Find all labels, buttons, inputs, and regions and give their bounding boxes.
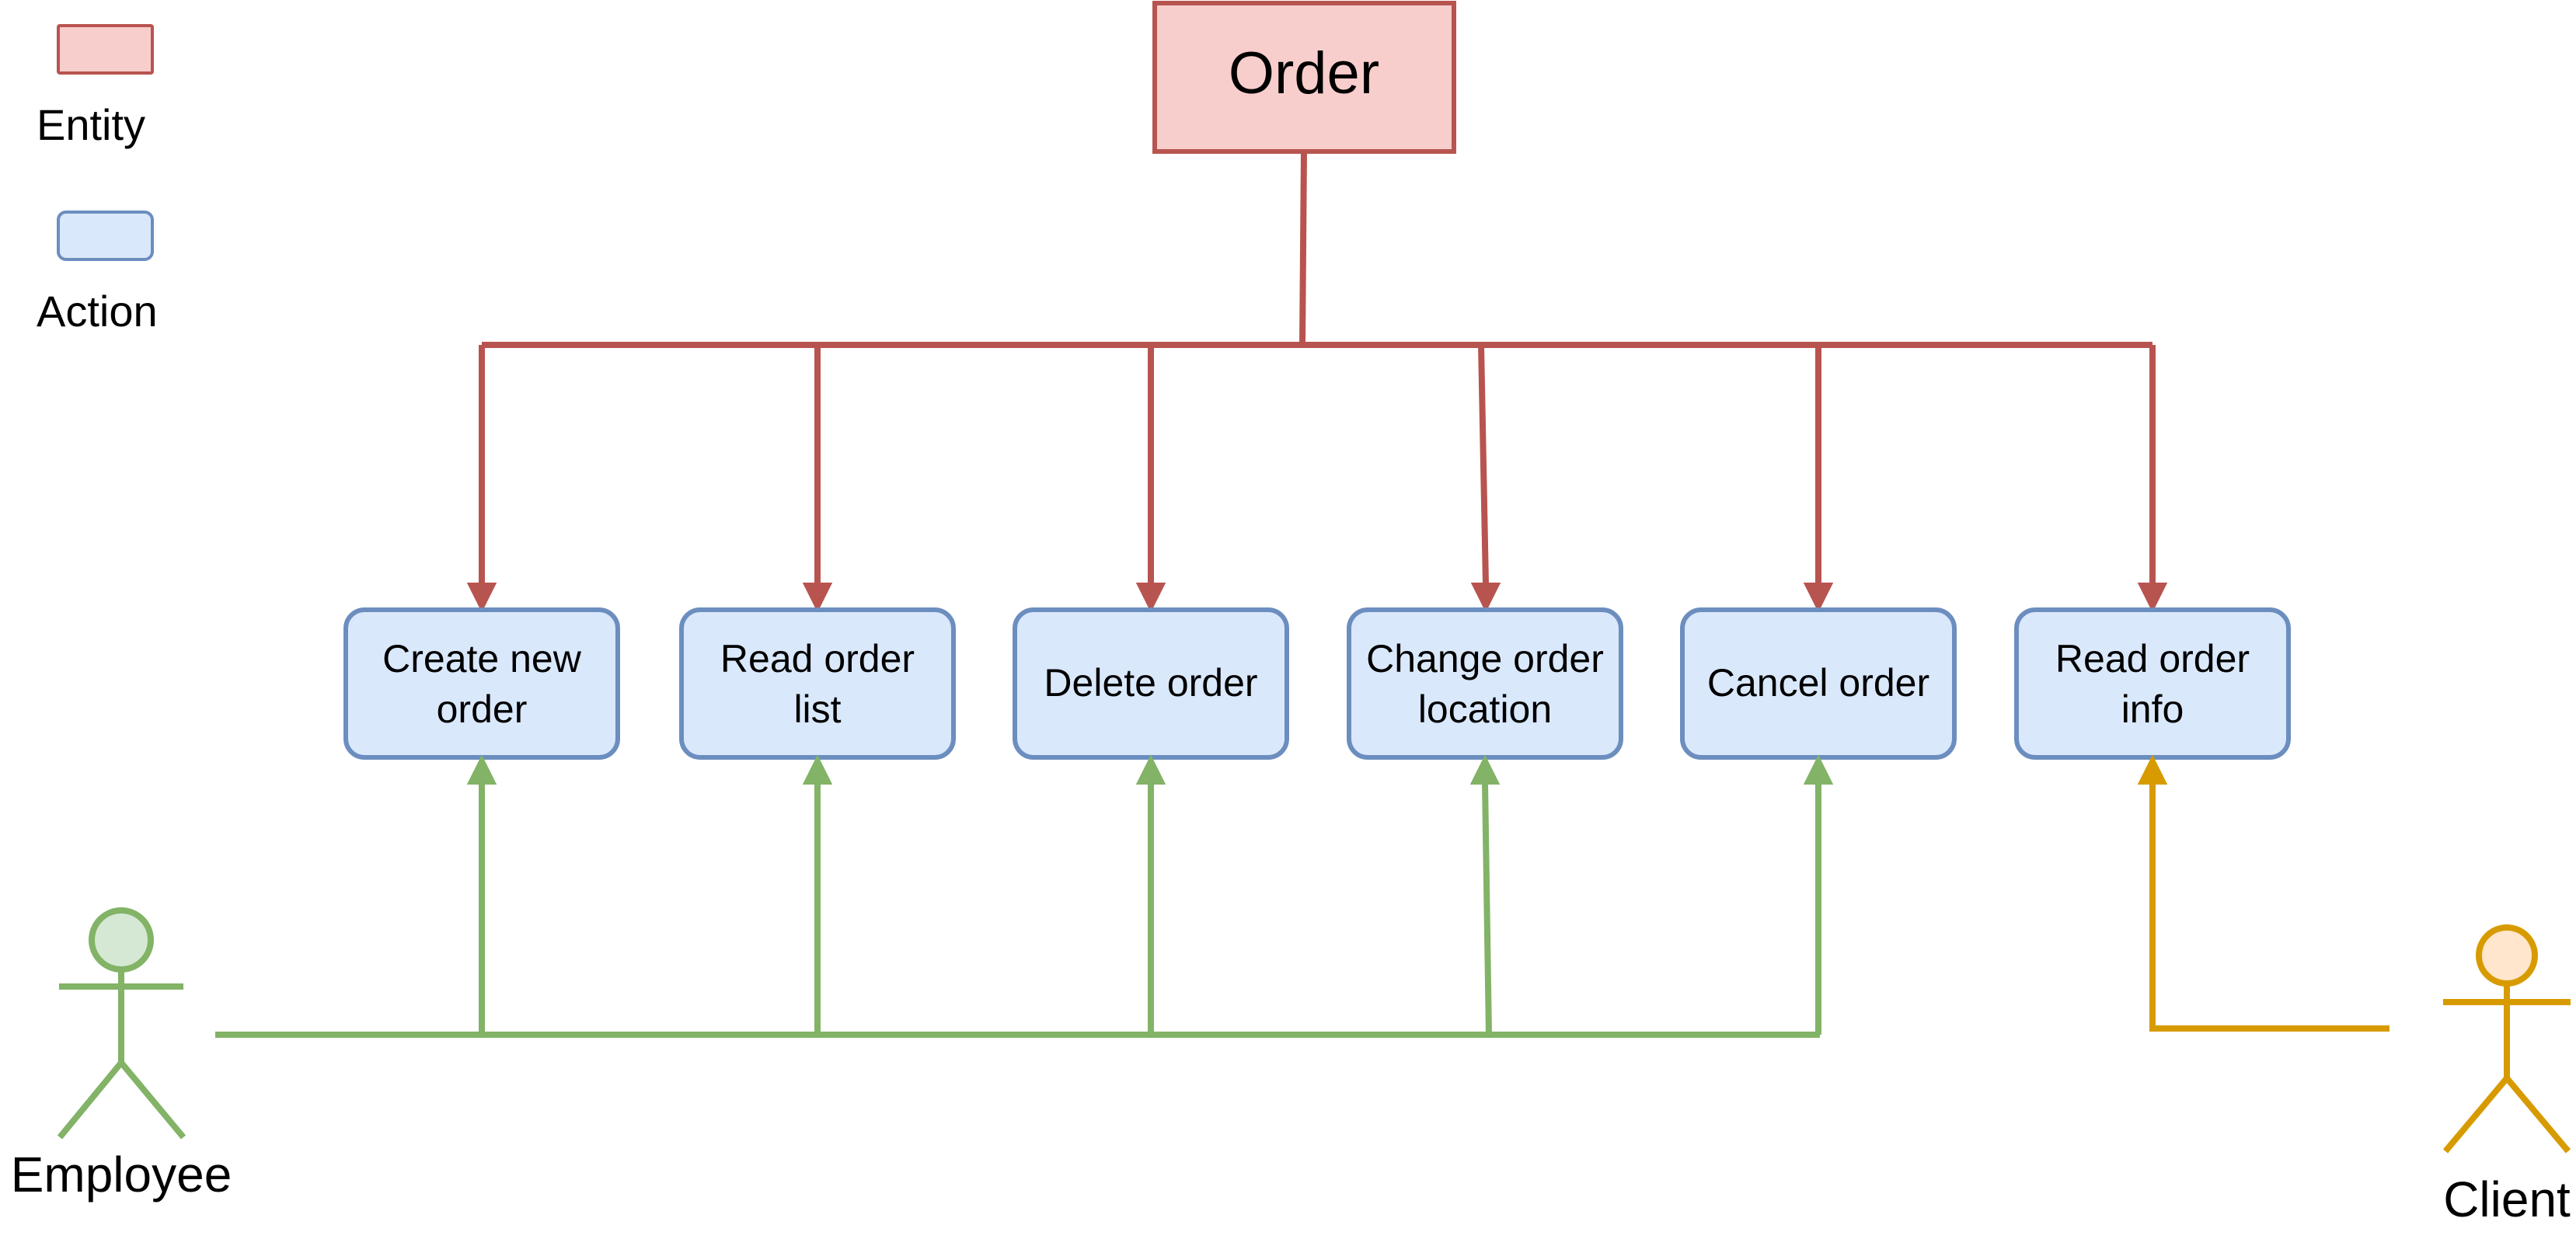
legend-entity-label: Entity bbox=[37, 100, 145, 149]
employee-arrowhead-3 bbox=[1135, 754, 1166, 785]
entity-arrowhead-3 bbox=[1135, 583, 1166, 613]
action-label-line2: order bbox=[437, 687, 528, 731]
entity-arrowhead-1 bbox=[466, 583, 497, 613]
action-node-read-order-list: Read order list bbox=[679, 607, 956, 760]
entity-trunk-line bbox=[1299, 151, 1307, 346]
employee-leg-left bbox=[57, 1060, 124, 1140]
action-node-create-new-order: Create new order bbox=[343, 607, 620, 760]
employee-label: Employee bbox=[11, 1147, 232, 1202]
employee-connectors bbox=[215, 782, 1821, 1038]
action-label-line2: list bbox=[793, 687, 841, 731]
client-leg-right bbox=[2504, 1076, 2571, 1154]
client-head-icon bbox=[2476, 924, 2538, 987]
action-node-change-order-location: Change order location bbox=[1347, 607, 1623, 760]
employee-arrowhead-1 bbox=[466, 754, 497, 785]
entity-arrow-line-4 bbox=[1478, 344, 1489, 585]
action-box bbox=[343, 607, 620, 760]
client-connector bbox=[2137, 754, 2390, 1032]
action-label-line1: Create new bbox=[382, 637, 582, 680]
action-label-line1: Read order bbox=[720, 637, 915, 680]
client-actor bbox=[2442, 924, 2571, 1154]
action-box bbox=[1347, 607, 1623, 760]
entity-arrowhead-4 bbox=[1470, 583, 1501, 613]
action-label-line2: location bbox=[1418, 687, 1552, 731]
action-label-line1: Cancel order bbox=[1707, 661, 1929, 705]
employee-arrowheads bbox=[466, 754, 1834, 785]
client-connector-line bbox=[2149, 783, 2390, 1032]
client-arrowhead bbox=[2137, 754, 2168, 785]
entity-order-box bbox=[1152, 1, 1456, 154]
entity-arrowhead-6 bbox=[2137, 583, 2168, 613]
entity-arrowhead-5 bbox=[1803, 583, 1834, 613]
employee-arrowhead-4 bbox=[1469, 754, 1501, 785]
client-leg-left bbox=[2442, 1076, 2510, 1154]
legend-action-swatch bbox=[57, 211, 154, 261]
employee-leg-right bbox=[118, 1060, 186, 1140]
legend-action-label: Action bbox=[37, 287, 158, 336]
employee-actor bbox=[57, 907, 186, 1140]
employee-arrowhead-2 bbox=[802, 754, 833, 785]
employee-arrow-line-4 bbox=[1482, 782, 1492, 1035]
action-node-cancel-order: Cancel order bbox=[1680, 607, 1957, 760]
action-node-read-order-info: Read order info bbox=[2014, 607, 2291, 760]
employee-head-icon bbox=[89, 907, 154, 973]
action-box bbox=[2014, 607, 2291, 760]
entity-connectors bbox=[479, 151, 2156, 585]
entity-order-label: Order bbox=[1229, 40, 1379, 106]
legend-entity-swatch bbox=[57, 24, 154, 75]
action-node-delete-order: Delete order bbox=[1013, 607, 1289, 760]
action-label-line1: Delete order bbox=[1044, 661, 1257, 705]
entity-arrowheads bbox=[466, 583, 2168, 613]
action-label-line2: info bbox=[2121, 687, 2184, 731]
action-label-line1: Change order bbox=[1366, 637, 1604, 680]
action-label-line1: Read order bbox=[2055, 637, 2250, 680]
client-label: Client bbox=[2443, 1171, 2571, 1227]
employee-arrowhead-5 bbox=[1803, 754, 1834, 785]
entity-order-node: Order bbox=[1152, 1, 1456, 154]
entity-arrowhead-2 bbox=[802, 583, 833, 613]
legend: Entity Action bbox=[37, 24, 158, 336]
action-box bbox=[679, 607, 956, 760]
